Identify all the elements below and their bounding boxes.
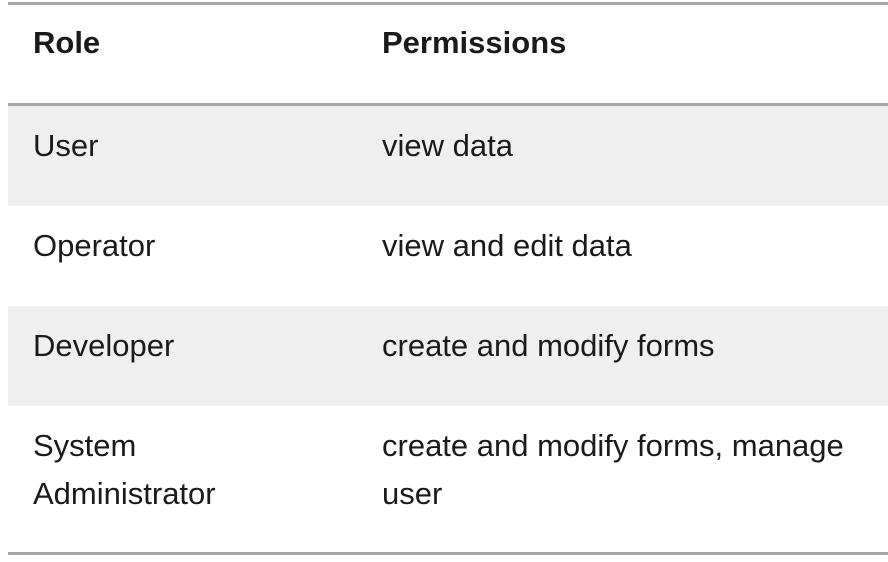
permissions-cell: view data [382, 128, 513, 163]
role-cell: Developer [33, 328, 175, 363]
permissions-cell: view and edit data [382, 228, 632, 263]
table-row: Developer create and modify forms [8, 306, 888, 406]
header-role: Role [33, 25, 101, 60]
table-row: User view data [8, 106, 888, 206]
role-cell: Operator [33, 228, 156, 263]
roles-permissions-table: Role Permissions User view data Operator… [8, 2, 888, 555]
table-row: System Administrator create and modify f… [8, 406, 888, 552]
table-row: Operator view and edit data [8, 206, 888, 306]
header-permissions: Permissions [382, 25, 567, 60]
permissions-cell: create and modify forms, manage user [382, 428, 844, 511]
permissions-cell: create and modify forms [382, 328, 715, 363]
role-cell: System Administrator [33, 428, 216, 511]
table-header-row: Role Permissions [8, 5, 888, 106]
role-cell: User [33, 128, 99, 163]
